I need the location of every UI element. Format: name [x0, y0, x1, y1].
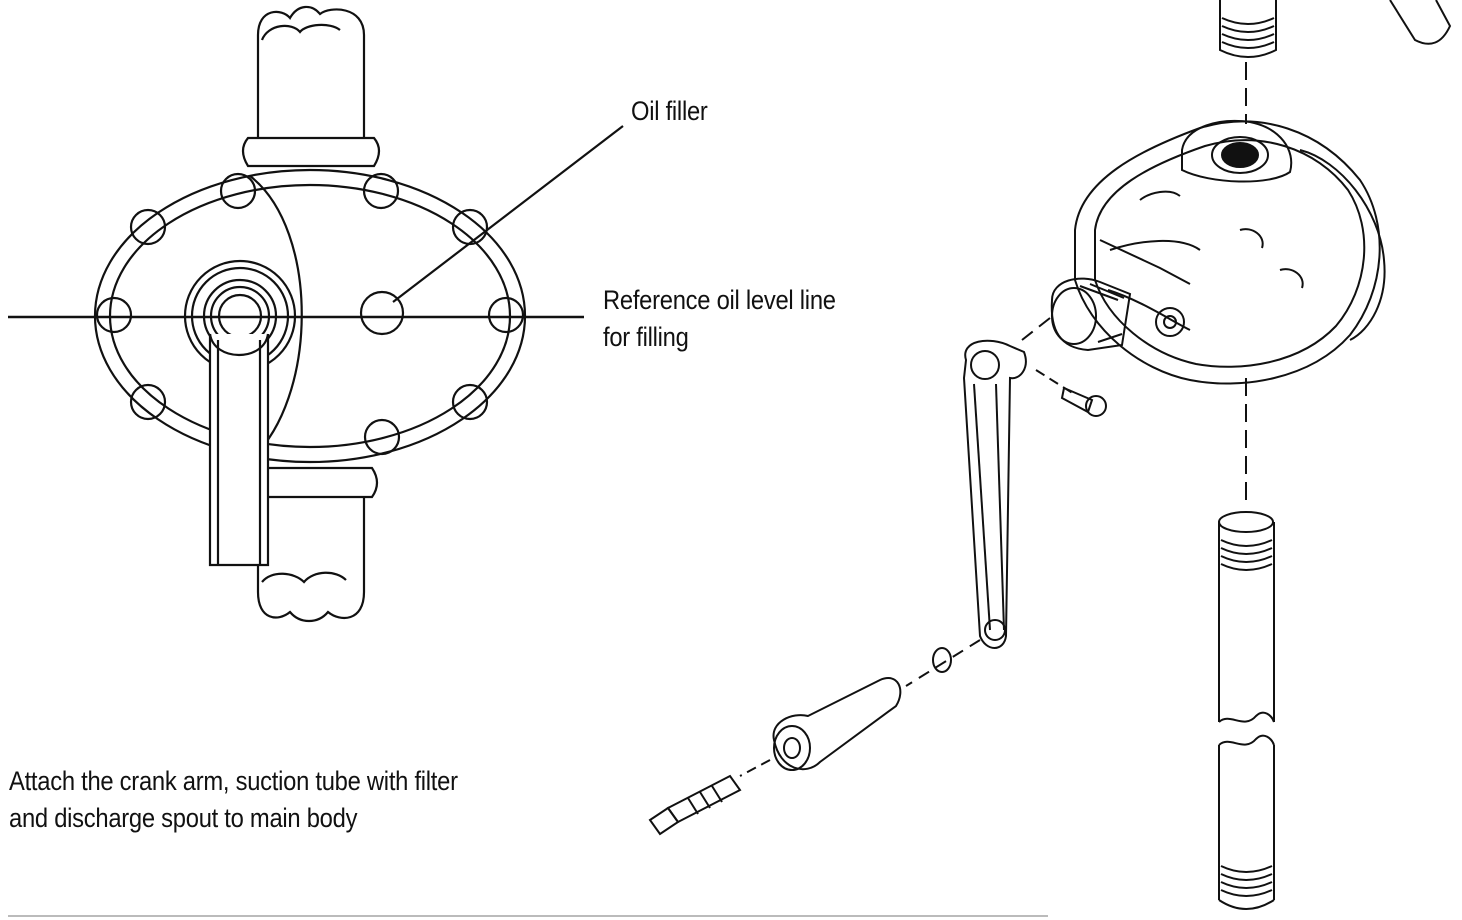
internal-arc [249, 175, 303, 461]
crank-arm [962, 339, 1027, 649]
washer [932, 647, 952, 673]
suction-tube [1218, 511, 1275, 910]
assembly-caption-line2: and discharge spout to main body [9, 803, 358, 833]
set-screw [1035, 369, 1107, 417]
exploded-view [648, 0, 1452, 910]
oil-filler-leader [392, 125, 624, 303]
pump-front-view [93, 5, 527, 623]
handle-grip [772, 677, 902, 771]
upper-pipe [241, 5, 381, 168]
oil-filler-label: Oil filler [631, 96, 708, 126]
assembly-caption-line1: Attach the crank arm, suction tube with … [9, 766, 458, 796]
bolt-circles [95, 172, 525, 456]
oil-filler-plug [359, 290, 405, 336]
reference-oil-level-label-line2: for filling [603, 322, 689, 352]
splined-shaft [1050, 277, 1132, 352]
crank-handle [208, 333, 270, 567]
crank-axis [1021, 317, 1051, 341]
reference-oil-level-label-line1: Reference oil level line [603, 285, 836, 315]
handle-axis [905, 639, 981, 687]
discharge-spout-top [1219, 0, 1452, 58]
pump-body-iso [1074, 120, 1386, 385]
handle-bolt [648, 759, 771, 836]
